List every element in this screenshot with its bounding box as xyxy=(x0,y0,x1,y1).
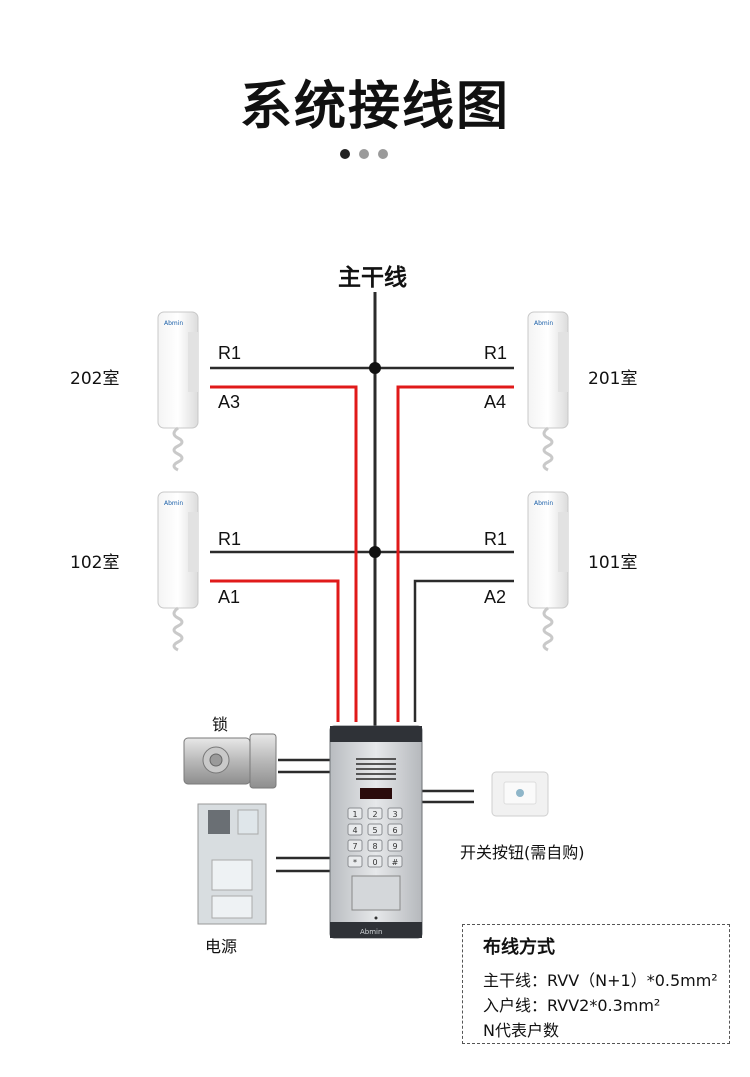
room-102-label: 102室 xyxy=(70,553,120,573)
exit-button xyxy=(491,771,549,817)
room-101-label: 101室 xyxy=(588,553,638,573)
svg-text:Abmin: Abmin xyxy=(534,320,553,327)
power-supply xyxy=(197,803,267,925)
svg-text:6: 6 xyxy=(392,826,397,835)
svg-text:Abmin: Abmin xyxy=(164,500,183,507)
junction-top xyxy=(369,362,381,374)
pager-dot-1[interactable] xyxy=(340,149,350,159)
svg-text:3: 3 xyxy=(392,810,397,819)
exit-button-label: 开关按钮(需自购) xyxy=(460,843,585,862)
svg-text:4: 4 xyxy=(352,826,357,835)
pager-dot-2[interactable] xyxy=(359,149,369,159)
svg-text:2: 2 xyxy=(372,810,377,819)
wire-a2 xyxy=(413,579,514,722)
keypad-key[interactable]: 4 xyxy=(347,823,363,836)
handset-202: Abmin xyxy=(157,311,199,472)
keypad-key[interactable]: # xyxy=(387,855,403,868)
junction-bottom xyxy=(369,546,381,558)
wire-a1 xyxy=(210,579,340,722)
legend-title: 布线方式 xyxy=(483,937,555,958)
wiring-legend: 布线方式 主干线：RVV（N+1）*0.5mm² 入户线：RVV2*0.3mm²… xyxy=(462,924,730,1044)
label-r1-bottom-right: R1 xyxy=(484,529,508,549)
handset-102: Abmin xyxy=(157,491,199,652)
label-a1: A1 xyxy=(218,587,241,607)
label-r1-top-right: R1 xyxy=(484,343,508,363)
svg-text:#: # xyxy=(392,858,399,867)
keypad-key[interactable]: 8 xyxy=(367,839,383,852)
pager-dots xyxy=(340,149,388,159)
keypad-key[interactable]: 2 xyxy=(367,807,383,820)
room-201-label: 201室 xyxy=(588,369,638,389)
door-panel: 1 2 3 4 5 6 7 8 9 * 0 # Abmin xyxy=(329,725,423,939)
lock-device xyxy=(183,733,277,789)
handset-101: Abmin xyxy=(527,491,569,652)
keypad-key[interactable]: 7 xyxy=(347,839,363,852)
room-202-label: 202室 xyxy=(70,369,120,389)
svg-text:Abmin: Abmin xyxy=(534,500,553,507)
svg-text:0: 0 xyxy=(372,858,377,867)
legend-line-3: N代表户数 xyxy=(483,1021,559,1040)
keypad-key[interactable]: 6 xyxy=(387,823,403,836)
label-a3: A3 xyxy=(218,392,241,412)
keypad-key[interactable]: 5 xyxy=(367,823,383,836)
wire-a3 xyxy=(210,385,358,722)
pager-dot-3[interactable] xyxy=(378,149,388,159)
wire-a4 xyxy=(396,385,514,722)
svg-text:9: 9 xyxy=(392,842,397,851)
keypad-key[interactable]: * xyxy=(347,855,363,868)
svg-text:Abmin: Abmin xyxy=(164,320,183,327)
svg-text:8: 8 xyxy=(372,842,377,851)
keypad-key[interactable]: 0 xyxy=(367,855,383,868)
legend-line-2: 入户线：RVV2*0.3mm² xyxy=(483,996,661,1015)
label-r1-top-left: R1 xyxy=(218,343,242,363)
label-a4: A4 xyxy=(484,392,507,412)
svg-text:1: 1 xyxy=(352,810,357,819)
keypad: 1 2 3 4 5 6 7 8 9 * 0 # xyxy=(347,807,403,868)
keypad-key[interactable]: 1 xyxy=(347,807,363,820)
trunk-label: 主干线 xyxy=(338,265,407,291)
label-r1-bottom-left: R1 xyxy=(218,529,242,549)
panel-brand-text: Abmin xyxy=(360,928,382,936)
svg-text:5: 5 xyxy=(372,826,377,835)
keypad-key[interactable]: 3 xyxy=(387,807,403,820)
svg-text:*: * xyxy=(353,858,357,867)
keypad-key[interactable]: 9 xyxy=(387,839,403,852)
legend-line-1: 主干线：RVV（N+1）*0.5mm² xyxy=(483,971,718,990)
label-a2: A2 xyxy=(484,587,507,607)
handset-201: Abmin xyxy=(527,311,569,472)
power-label: 电源 xyxy=(205,937,238,956)
page-title: 系统接线图 xyxy=(239,77,510,137)
lock-label: 锁 xyxy=(212,715,229,734)
svg-text:7: 7 xyxy=(352,842,357,851)
